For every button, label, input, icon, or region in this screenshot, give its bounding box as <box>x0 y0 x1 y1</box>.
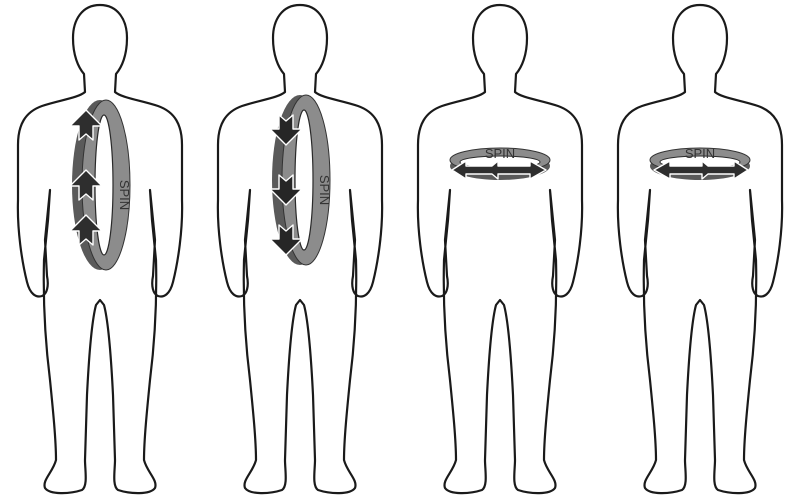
human-silhouette <box>418 5 582 493</box>
vertical-spin-ring: SPIN <box>270 95 332 265</box>
human-silhouette <box>618 5 782 493</box>
figure-panel-1: SPIN <box>18 5 182 493</box>
spin-label: SPIN <box>317 175 332 205</box>
vertical-spin-ring: SPIN <box>70 100 132 270</box>
horizontal-spin-ring: SPIN <box>650 146 750 180</box>
spin-label: SPIN <box>117 180 132 210</box>
figure-panel-3: SPIN <box>418 5 582 493</box>
horizontal-spin-ring: SPIN <box>450 146 550 180</box>
figure-panel-2: SPIN <box>218 5 382 493</box>
spin-label: SPIN <box>485 146 515 161</box>
spin-label: SPIN <box>685 146 715 161</box>
figure-panel-4: SPIN <box>618 5 782 493</box>
